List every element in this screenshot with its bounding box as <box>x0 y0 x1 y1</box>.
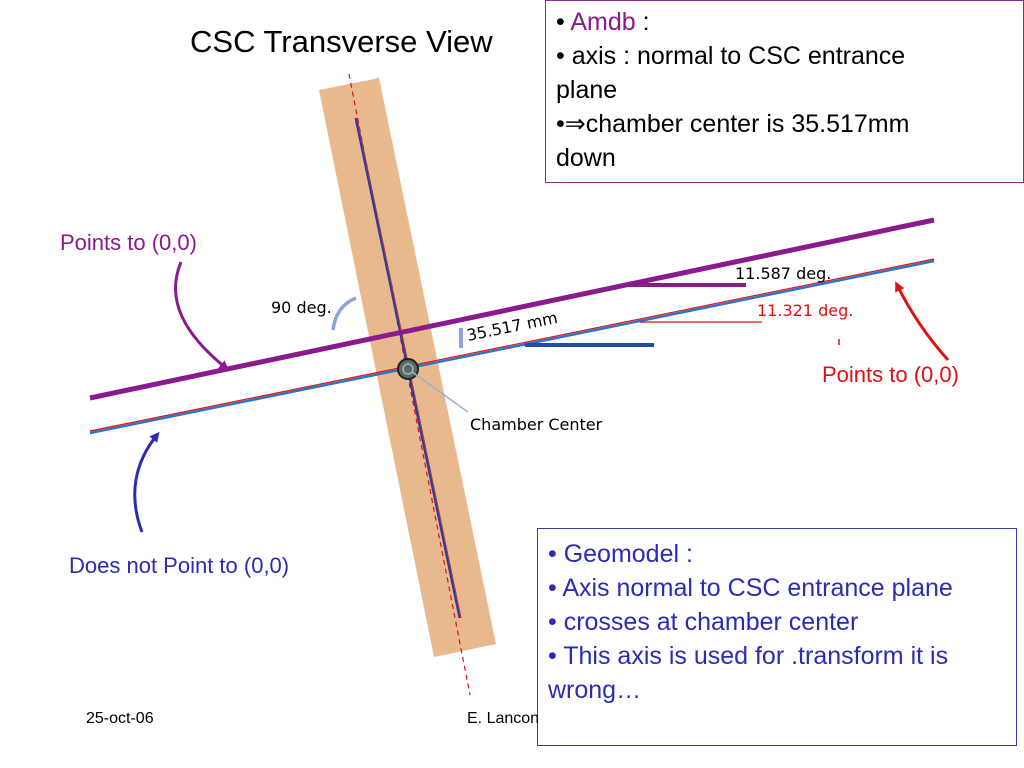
geomodel-info-box: • Geomodel : • Axis normal to CSC entran… <box>537 528 1017 746</box>
amdb-heading: • Amdb : <box>556 8 650 36</box>
does-not-point-label: Does not Point to (0,0) <box>69 553 290 578</box>
amdb-info-box: • Amdb : • axis : normal to CSC entrance… <box>545 0 1024 183</box>
amdb-line-4: down <box>556 144 616 172</box>
chamber-center-leader <box>411 371 469 413</box>
amdb-line-2: plane <box>556 76 618 104</box>
footer-author: E. Lancon <box>467 710 540 727</box>
amdb-keyword: Amdb <box>570 8 636 36</box>
chamber-center-label: Chamber Center <box>470 415 603 434</box>
arrow-does-not-point <box>133 431 160 533</box>
arrow-points-right <box>895 281 950 362</box>
points-to-origin-right-label: Points to (0,0) <box>822 362 959 387</box>
amdb-axis-purple <box>89 217 935 401</box>
geomodel-axis-blue <box>89 259 935 435</box>
angle-purple-label: 11.587 deg. <box>735 264 831 283</box>
chamber-axis-red-dashed <box>348 73 471 696</box>
geomodel-axis-red <box>89 258 935 432</box>
points-to-origin-left-label: Points to (0,0) <box>60 230 197 255</box>
angle-red-label: 11.321 deg. <box>757 301 853 320</box>
angle-90-label: 90 deg. <box>271 298 332 317</box>
geomodel-line-1: • Geomodel : <box>548 540 693 568</box>
geomodel-line-4: • This axis is used for .transform it is… <box>548 642 949 704</box>
page-title: CSC Transverse View <box>190 24 493 59</box>
amdb-line-1: • axis : normal to CSC entrance <box>556 42 906 70</box>
geomodel-line-3: • crosses at chamber center <box>548 608 859 636</box>
amdb-line-3: •⇒chamber center is 35.517mm <box>556 110 910 138</box>
arrow-points-left <box>174 261 230 371</box>
right-angle-arc <box>331 296 357 331</box>
geomodel-line-2: • Axis normal to CSC entrance plane <box>548 574 953 602</box>
footer-date: 25-oct-06 <box>86 710 154 727</box>
chamber-center-marker <box>397 358 419 380</box>
